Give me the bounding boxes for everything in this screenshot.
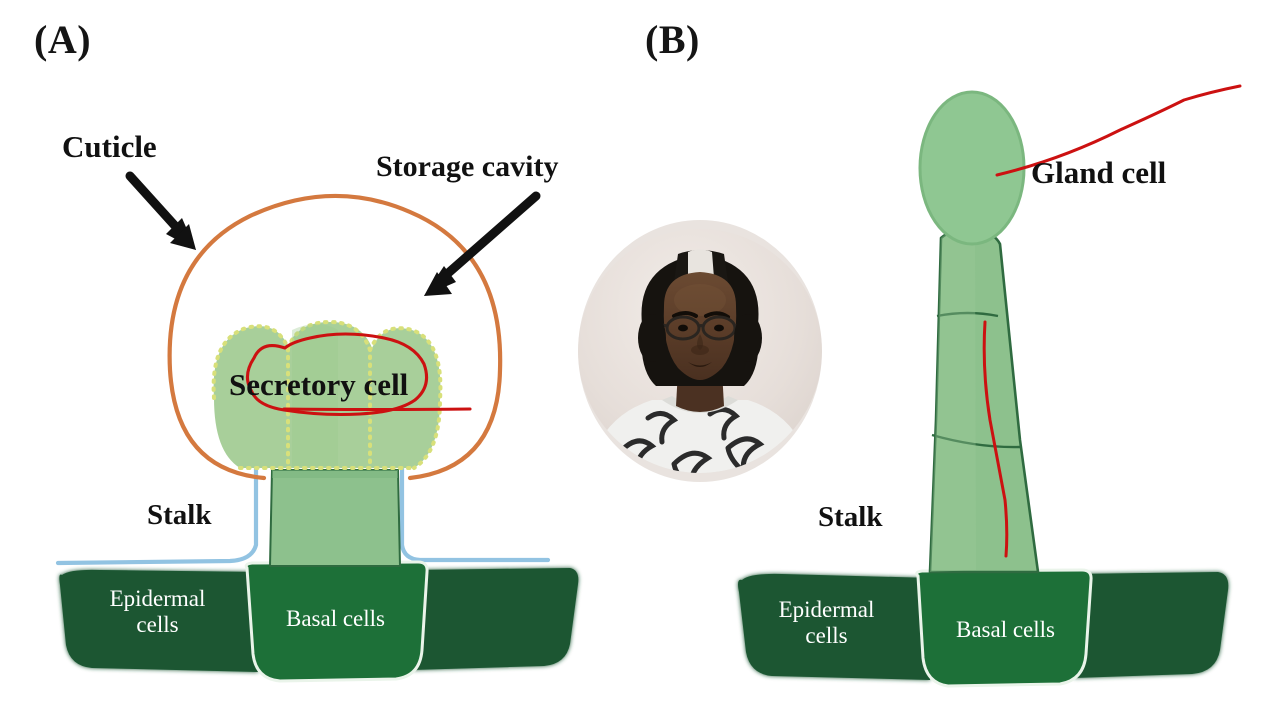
label-basal-cells-panel-a: Basal cells — [286, 606, 385, 631]
stalk-red-line — [982, 320, 1009, 558]
label-epidermal-cells-panel-b: Epidermal cells — [778, 597, 875, 648]
presenter-webcam-thumbnail[interactable] — [578, 220, 822, 482]
label-stalk-panel-b: Stalk — [818, 501, 883, 533]
label-epidermal-cells-panel-a: Epidermal cells — [109, 586, 206, 637]
cuticle-outline-a — [167, 193, 503, 481]
panel-b-letter: (B) — [645, 17, 700, 62]
panel-a-letter: (A) — [34, 17, 92, 62]
label-cuticle: Cuticle — [62, 129, 157, 164]
label-gland-cell: Gland cell — [1031, 155, 1167, 190]
stalk-shape-a — [268, 469, 402, 567]
stalk-shape-b — [928, 228, 1040, 574]
label-basal-cells-panel-b: Basal cells — [956, 617, 1055, 642]
webcam-portrait-image — [578, 229, 822, 473]
gland-cell-shape — [918, 90, 1026, 246]
webcam-video-frame — [578, 220, 822, 482]
label-storage-cavity: Storage cavity — [376, 150, 559, 183]
cuticle-arrow — [125, 171, 196, 250]
label-stalk-panel-a: Stalk — [147, 499, 212, 531]
cuticle-blue-line-a — [55, 463, 551, 566]
label-secretory-cell: Secretory cell — [229, 367, 409, 402]
storage-cavity-arrow — [424, 191, 541, 296]
